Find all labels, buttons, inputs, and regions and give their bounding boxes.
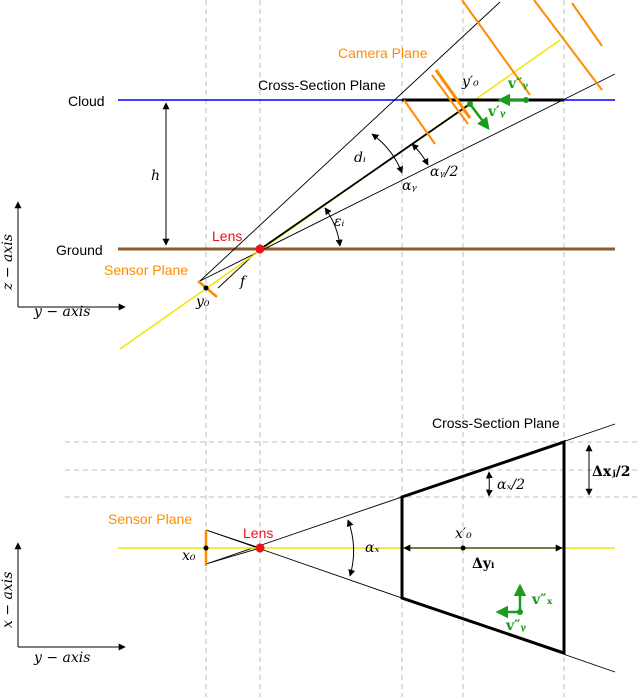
f-label: f	[239, 274, 248, 290]
alpha-y-arc	[371, 133, 404, 174]
x0-label: x₀	[182, 548, 196, 564]
camera-plane-line	[403, 99, 436, 145]
camera-plane-outer	[461, 0, 531, 96]
cross-section-label: Cross-Section Plane	[258, 77, 386, 93]
v-y-prime-label: v′ᵧ	[487, 104, 506, 120]
lens-dot-bottom	[255, 543, 265, 553]
epsilon-label: εᵢ	[334, 214, 345, 230]
ground-label: Ground	[56, 242, 103, 258]
delta-x-label: Δxⱼ/2	[592, 464, 630, 480]
alpha-y-label: αᵧ	[402, 178, 417, 194]
epsilon-arc	[324, 207, 343, 247]
d-i-label: dᵢ	[354, 150, 366, 166]
fov-lower-ray	[199, 73, 616, 282]
v-y-double-prime-label-bottom: v″ᵧ	[505, 618, 526, 634]
sensor-plane-label-bottom: Sensor Plane	[108, 511, 192, 527]
y0-prime-label: y′₀	[461, 74, 479, 90]
fov-upper-ray	[199, 1, 501, 282]
distance-line	[261, 103, 471, 249]
top-view: Camera Plane Cross-Section Plane Cloud G…	[0, 0, 616, 350]
sensor-plane-label: Sensor Plane	[104, 262, 188, 278]
y-axis-label-top: y − axis	[33, 304, 90, 320]
lens-label-bottom: Lens	[243, 525, 273, 541]
delta-y-label: Δyᵢ	[472, 556, 495, 572]
bottom-view: Cross-Section Plane Sensor Plane Lens x₀…	[0, 415, 630, 673]
lens-dot-top	[255, 244, 265, 254]
v-x-double-prime-label: v″ₓ	[531, 592, 553, 608]
x-axis-label: x − axis	[0, 572, 16, 628]
y0-label: y₀	[195, 294, 210, 310]
camera-plane-label: Camera Plane	[338, 45, 428, 61]
lens-label: Lens	[212, 228, 242, 244]
cloud-label: Cloud	[68, 93, 105, 109]
alpha-x-half-label: αₓ/2	[497, 477, 525, 493]
alpha-x-label: αₓ	[365, 540, 379, 556]
alpha-y-half-label: αᵧ/2	[430, 164, 458, 180]
x0-prime-label: x′₀	[455, 526, 472, 542]
cross-section-trapezoid	[400, 439, 566, 656]
v-prime-vector	[469, 103, 490, 130]
v-y-double-prime-label: v″ᵧ	[507, 76, 528, 92]
z-axis-label: z − axis	[0, 234, 16, 291]
alpha-x-arc	[346, 519, 356, 577]
y-axis-label-bottom: y − axis	[33, 650, 90, 666]
cross-section-label-bottom: Cross-Section Plane	[432, 415, 560, 431]
h-label: h	[151, 168, 160, 184]
alpha-y-half-arc	[411, 143, 429, 166]
